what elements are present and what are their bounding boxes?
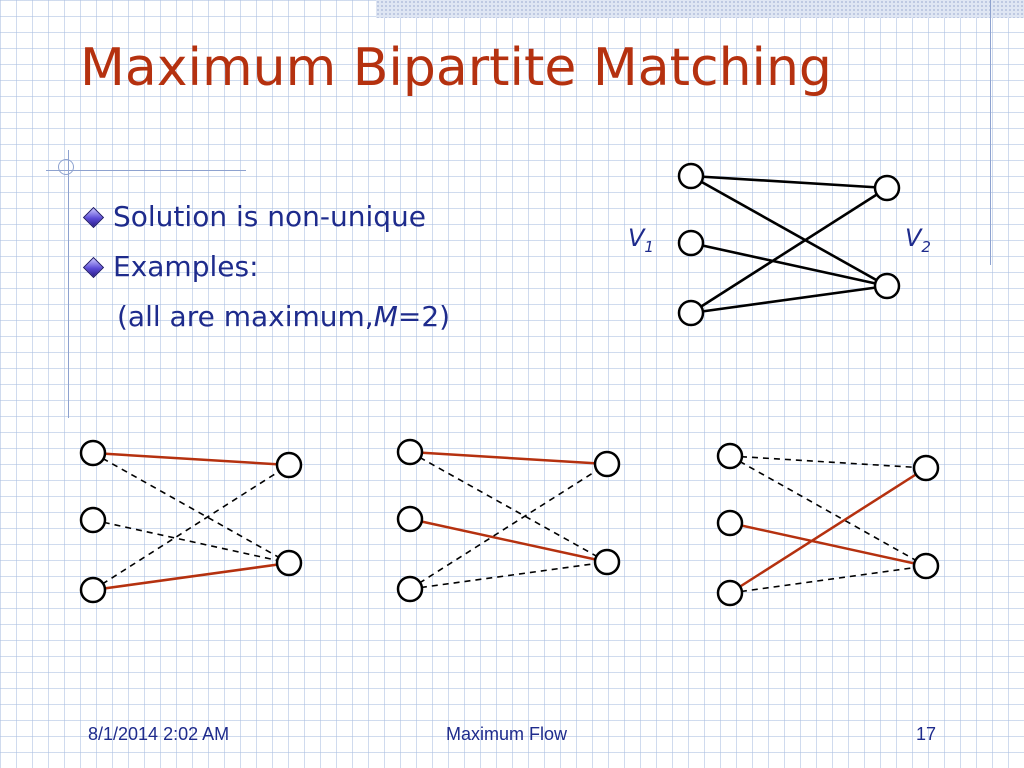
example-2 <box>396 438 621 603</box>
note-variable: M <box>373 300 398 333</box>
unmatched-edge <box>409 561 608 590</box>
main-graph <box>677 162 901 327</box>
bullet-text: Examples: <box>113 250 259 283</box>
v1-node <box>79 506 107 534</box>
v1-node <box>677 162 705 190</box>
decorative-line-right <box>990 0 991 265</box>
v1-node <box>396 575 424 603</box>
v2-node <box>912 552 940 580</box>
v1-node <box>396 505 424 533</box>
matched-edge <box>92 561 290 592</box>
decorative-line-left <box>68 150 69 418</box>
v2-node <box>275 451 303 479</box>
example-1 <box>79 439 303 604</box>
matched-edge <box>729 466 927 595</box>
unmatched-edge <box>729 455 927 567</box>
matched-edge <box>729 521 927 568</box>
v1-label: V1 <box>628 224 654 256</box>
note-prefix: (all are maximum, <box>117 300 374 333</box>
bullet-text: Solution is non-unique <box>113 200 426 233</box>
graph-edge <box>690 284 888 315</box>
v2-node <box>593 450 621 478</box>
unmatched-edge <box>92 519 290 564</box>
decorative-line-horizontal <box>46 170 246 171</box>
footer-date: 8/1/2014 2:02 AM <box>88 724 230 744</box>
header-decoration-band <box>376 0 1024 18</box>
v1-node <box>716 442 744 470</box>
decorative-circle <box>58 159 74 175</box>
page-number: 17 <box>916 724 937 744</box>
matched-edge <box>409 450 608 466</box>
footer-title: Maximum Flow <box>446 724 568 744</box>
bullet-item-non-unique: Solution is non-unique <box>82 192 450 242</box>
unmatched-edge <box>729 455 927 469</box>
graph-edge <box>690 174 888 288</box>
v1-node <box>716 579 744 607</box>
unmatched-edge <box>729 565 927 594</box>
graph-edge <box>690 174 888 190</box>
v1-node <box>79 576 107 604</box>
v2-node <box>873 174 901 202</box>
graph-edge <box>690 241 888 288</box>
v2-node <box>912 454 940 482</box>
unmatched-edge <box>409 451 608 563</box>
matched-edge <box>409 517 608 564</box>
v2-node <box>593 548 621 576</box>
v2-node <box>275 549 303 577</box>
unmatched-edge <box>92 464 290 591</box>
unmatched-edge <box>409 463 608 590</box>
v1-node <box>677 299 705 327</box>
v1-node <box>677 229 705 257</box>
bullet-list: Solution is non-unique Examples: (all ar… <box>82 192 450 342</box>
v1-node <box>716 509 744 537</box>
bullet-note: (all are maximum, M=2) <box>82 292 450 342</box>
v1-node <box>79 439 107 467</box>
v1-node <box>396 438 424 466</box>
slide-title: Maximum Bipartite Matching <box>80 38 832 98</box>
note-suffix: =2) <box>397 300 451 333</box>
v2-label: V2 <box>905 224 931 256</box>
example-3 <box>716 442 940 607</box>
bullet-item-examples: Examples: <box>82 242 450 292</box>
unmatched-edge <box>92 452 290 564</box>
v2-node <box>873 272 901 300</box>
graph-edge <box>690 186 888 315</box>
matched-edge <box>92 451 290 467</box>
